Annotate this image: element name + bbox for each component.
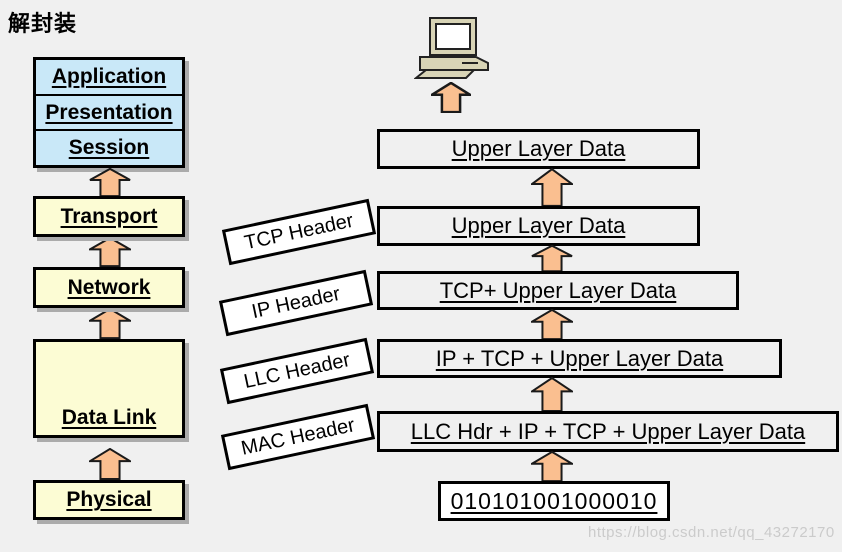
- up-arrow-icon: [531, 168, 573, 207]
- up-arrow-icon: [89, 308, 131, 339]
- up-arrow-shape: [532, 169, 572, 206]
- layer-presentation: Presentation: [36, 96, 182, 132]
- up-arrow-shape: [532, 246, 572, 271]
- layer-network: Network: [33, 267, 185, 308]
- osi-upper-layers-box: Application Presentation Session: [33, 57, 185, 168]
- layer-session: Session: [68, 136, 150, 160]
- up-arrow-shape: [532, 452, 572, 481]
- up-arrow-icon: [89, 237, 131, 267]
- up-arrow-icon: [531, 309, 573, 340]
- ip-header-label: IP Header: [218, 269, 374, 337]
- layer-physical: Physical: [33, 480, 185, 520]
- monitor-screen: [435, 23, 471, 50]
- computer-base: [419, 56, 489, 71]
- keyboard: [414, 69, 477, 79]
- up-arrow-shape: [432, 83, 470, 112]
- up-arrow-icon: [531, 451, 573, 482]
- up-arrow-icon: [431, 82, 471, 113]
- layer-application: Application: [36, 60, 182, 96]
- up-arrow-icon: [531, 377, 573, 412]
- up-arrow-shape: [90, 309, 130, 338]
- layer-transport: Transport: [33, 196, 185, 237]
- desktop-computer-icon: [414, 17, 489, 79]
- up-arrow-shape: [532, 378, 572, 411]
- pdu-ip-packet: IP + TCP + Upper Layer Data: [377, 339, 782, 378]
- tcp-header-label: TCP Header: [221, 198, 377, 266]
- pdu-llc-frame: LLC Hdr + IP + TCP + Upper Layer Data: [377, 411, 839, 452]
- up-arrow-icon: [531, 245, 573, 272]
- up-arrow-icon: [89, 448, 131, 480]
- up-arrow-shape: [532, 310, 572, 339]
- up-arrow-icon: [89, 168, 131, 197]
- up-arrow-shape: [90, 169, 130, 196]
- llc-header-label: LLC Header: [219, 337, 375, 405]
- pdu-tcp-segment: TCP+ Upper Layer Data: [377, 271, 739, 310]
- mac-header-label: MAC Header: [220, 403, 376, 471]
- up-arrow-shape: [90, 449, 130, 479]
- watermark: https://blog.csdn.net/qq_43272170: [588, 524, 835, 541]
- pdu-upper-layer-data-2: Upper Layer Data: [377, 206, 700, 246]
- pdu-upper-layer-data-1: Upper Layer Data: [377, 129, 700, 169]
- pdu-bit-stream: 010101001000010: [438, 481, 670, 521]
- page-title: 解封装: [8, 11, 78, 36]
- up-arrow-shape: [90, 238, 130, 266]
- layer-data-link: Data Link: [33, 339, 185, 438]
